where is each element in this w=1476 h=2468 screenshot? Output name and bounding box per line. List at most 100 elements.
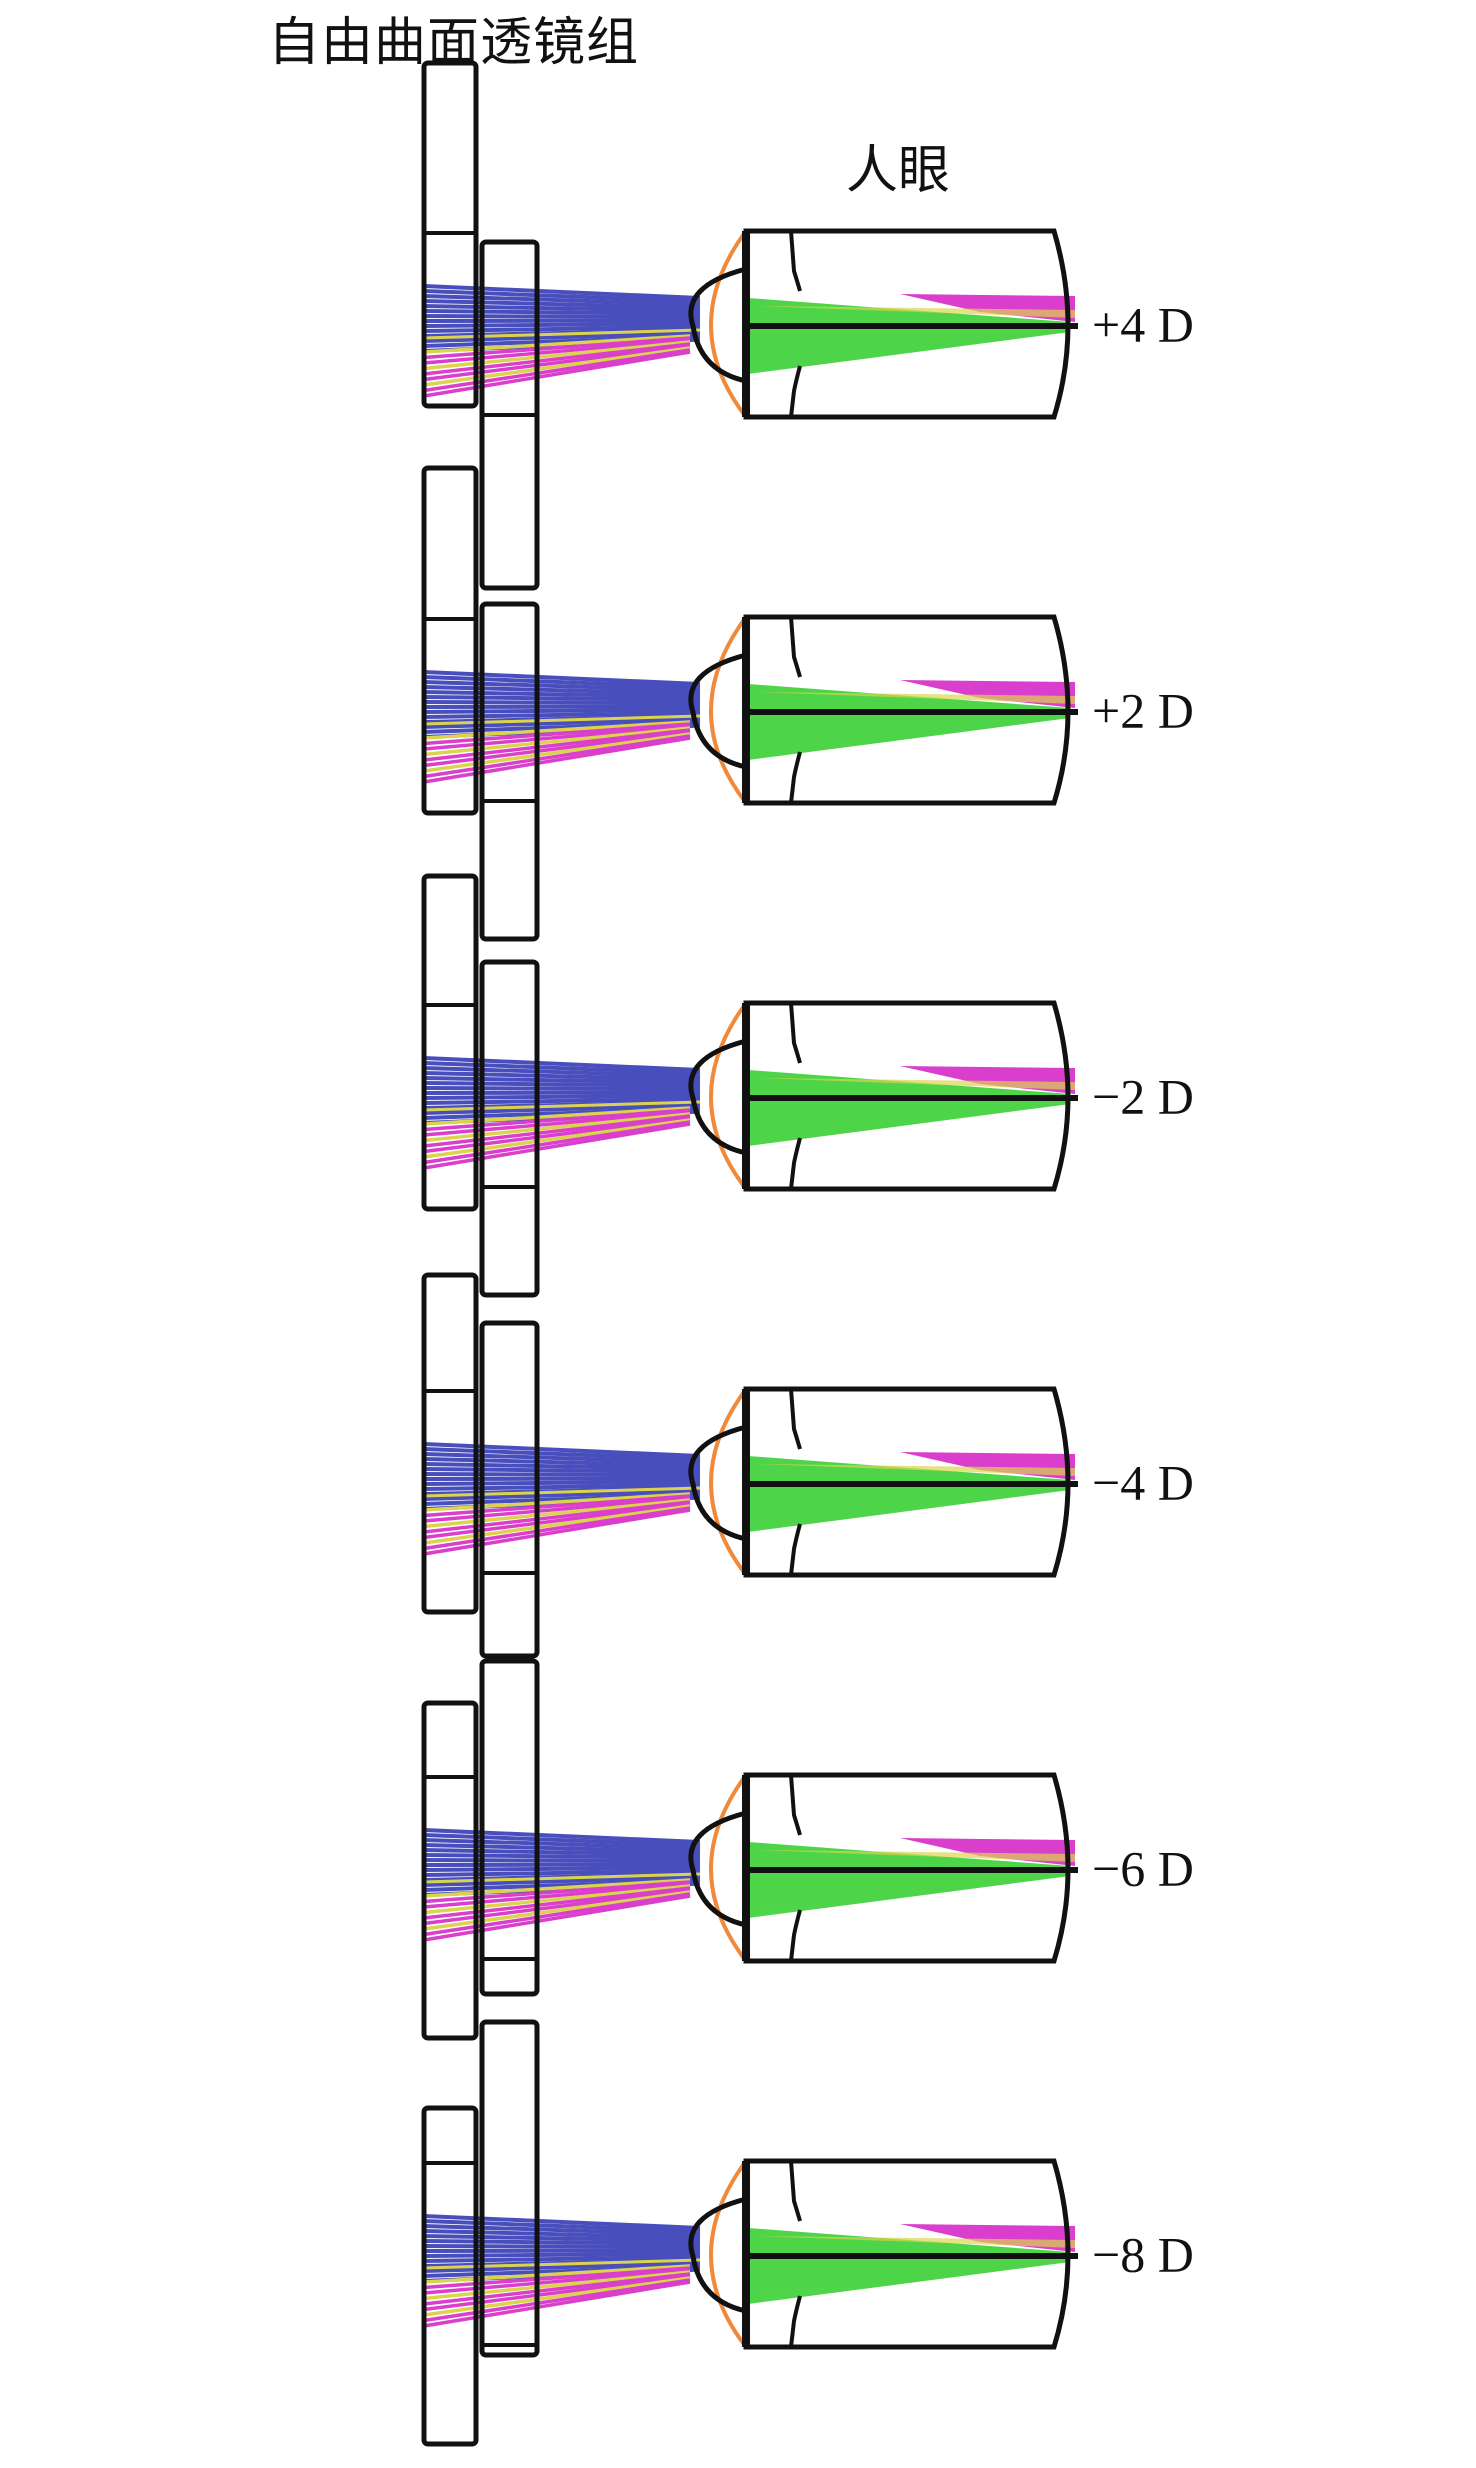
blue-ray <box>423 1066 701 1079</box>
blue-ray <box>423 324 701 333</box>
cornea-arc <box>709 615 748 805</box>
blue-ray <box>423 2261 701 2273</box>
diopter-label: +4 D <box>1092 296 1194 352</box>
ray-bundle <box>423 670 1075 784</box>
magenta-ray <box>423 2272 691 2306</box>
blue-ray <box>423 1447 701 1462</box>
magenta-ray <box>423 342 691 376</box>
yellow-ray <box>423 714 701 726</box>
ray-bundle <box>423 1828 1075 1942</box>
blue-ray <box>423 318 701 323</box>
magenta-ray <box>423 728 691 762</box>
magenta-ray <box>423 732 691 773</box>
green-ray-cone <box>748 298 1070 374</box>
magenta-ray <box>423 2280 691 2328</box>
magenta-ray <box>423 2278 691 2323</box>
crystalline-lens <box>688 266 747 384</box>
magenta-ray <box>423 334 691 354</box>
blue-ray <box>423 1096 701 1105</box>
iris-bottom <box>789 1523 802 1576</box>
yellow-ray <box>423 328 701 340</box>
eyeball-outline <box>743 228 1071 420</box>
freeform-lens-2 <box>479 1658 540 1997</box>
magenta-ray <box>423 720 691 740</box>
magenta-ray <box>423 2266 691 2290</box>
blue-ray <box>423 685 701 696</box>
blue-ray <box>423 294 701 307</box>
magenta-ray <box>423 734 691 779</box>
crystalline-lens <box>688 2196 747 2314</box>
iris-bottom <box>789 2295 802 2348</box>
yellow-ray-cone <box>760 692 1075 704</box>
blue-ray <box>423 1858 701 1864</box>
blue-ray <box>423 299 701 310</box>
cornea-arc <box>709 1387 748 1577</box>
magenta-ray <box>423 1108 691 1132</box>
blue-ray <box>423 1848 701 1857</box>
magenta-ray <box>423 1112 691 1143</box>
diopter-label: −6 D <box>1092 1840 1194 1896</box>
magenta-ray <box>423 736 691 784</box>
cornea-arc <box>709 1001 748 1191</box>
yellow-ray <box>423 1486 701 1498</box>
blue-ray <box>423 1462 701 1471</box>
iris-top <box>789 2160 802 2222</box>
magenta-ray <box>423 1500 691 1534</box>
magenta-ray <box>423 340 691 371</box>
diopter-label: −8 D <box>1092 2226 1194 2282</box>
ray-bundle <box>423 284 1075 398</box>
blue-ray <box>423 1843 701 1854</box>
cornea-arc <box>709 2159 748 2349</box>
blue-ray <box>423 1056 701 1072</box>
magenta-ray <box>423 1114 691 1148</box>
iris-bottom <box>789 1137 802 1190</box>
yellow-ray <box>423 2258 701 2270</box>
iris-top <box>789 1388 802 1450</box>
diopter-label: −4 D <box>1092 1454 1194 1510</box>
magenta-ray <box>423 1122 691 1170</box>
blue-ray <box>423 717 701 729</box>
diopter-label: −2 D <box>1092 1068 1194 1124</box>
magenta-ray <box>423 724 691 751</box>
magenta-ray <box>423 1494 691 1518</box>
blue-ray <box>423 675 701 690</box>
blue-ray <box>423 670 701 686</box>
blue-ray <box>423 1479 701 1486</box>
freeform-lens-1 <box>421 873 479 1212</box>
magenta-ray <box>423 730 691 768</box>
magenta-ray <box>423 1502 691 1540</box>
magenta-ray <box>423 1882 691 1909</box>
yellow-ray-cone <box>760 1078 1075 1090</box>
blue-ray <box>423 309 701 316</box>
blue-ray <box>423 1086 701 1092</box>
magenta-ray <box>423 1492 691 1512</box>
panel-2: +2 D <box>421 465 1194 942</box>
blue-ray <box>423 1442 701 1458</box>
blue-ray <box>423 2251 701 2258</box>
yellow-ray-cone <box>760 306 1075 318</box>
freeform-lens-1 <box>421 465 479 816</box>
crystalline-lens <box>688 652 747 770</box>
blue-ray <box>423 2224 701 2237</box>
blue-ray <box>423 1103 701 1115</box>
magenta-ray <box>423 1508 691 1556</box>
blue-ray <box>423 1071 701 1082</box>
blue-ray <box>423 680 701 693</box>
green-ray-cone <box>748 1842 1070 1918</box>
magenta-ray <box>423 1116 691 1154</box>
ray-bundle <box>423 2214 1075 2328</box>
crystalline-lens <box>688 1810 747 1928</box>
blue-ray <box>423 2214 701 2230</box>
blue-ray <box>423 289 701 304</box>
freeform-lens-1 <box>421 1700 479 2041</box>
freeform-lens-2 <box>479 959 540 1298</box>
blue-ray <box>423 1476 701 1481</box>
eyeball-outline <box>743 1386 1071 1578</box>
green-ray-cone <box>748 684 1070 760</box>
blue-ray <box>423 2244 701 2250</box>
iris-top <box>789 1002 802 1064</box>
magenta-ray <box>423 2268 691 2295</box>
magenta-ray <box>423 1884 691 1915</box>
blue-ray <box>423 2234 701 2243</box>
